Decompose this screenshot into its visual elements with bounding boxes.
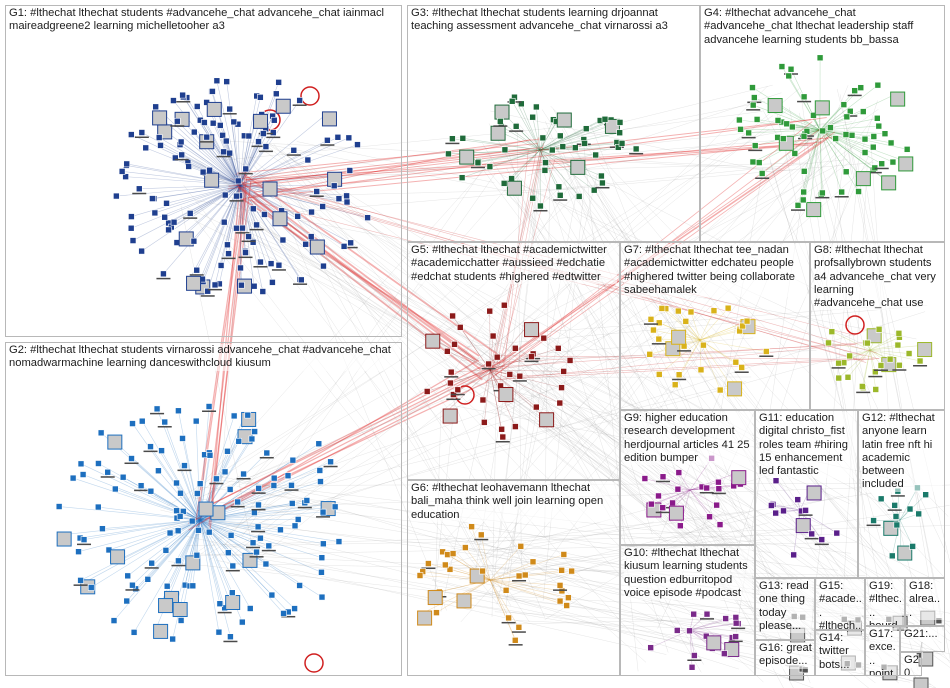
group-label-g6: G6: #lthechat leohavemann lthechat bali_… [411,482,617,522]
group-box-g8: G8: #lthechat lthechat profsallybrown st… [810,242,945,410]
group-box-g16: G16: great episode... [755,640,815,676]
group-box-g9: G9: higher education research developmen… [620,410,755,545]
group-box-g17: G17: exce... point sort... [865,626,900,676]
group-label-g10: G10: #lthechat lthechat kiusum learning … [624,547,752,600]
group-box-g6: G6: #lthechat leohavemann lthechat bali_… [407,480,620,676]
group-label-g14: G14: twitter bots... [819,632,862,672]
group-label-g9: G9: higher education research developmen… [624,412,752,465]
group-box-g7: G7: #lthechat lthechat tee_nadan #academ… [620,242,810,410]
group-label-g20: G20 [904,654,919,676]
group-box-g4: G4: #lthechat advancehe_chat #advancehe_… [700,5,945,242]
group-label-g5: G5: #lthechat lthechat #academictwitter … [411,244,617,284]
group-label-g1: G1: #lthechat lthechat students #advance… [9,7,399,34]
group-box-g14: G14: twitter bots... [815,630,865,676]
group-label-g12: G12: #lthechat anyone learn latin free n… [862,412,942,492]
group-label-g21: G21:... [904,628,942,641]
group-box-g18: G18: alrea... [905,578,945,626]
group-label-g11: G11: education digital christo_fist role… [759,412,855,478]
group-box-g13: G13: read one thing today please... [755,578,815,640]
group-box-g1: G1: #lthechat lthechat students #advance… [5,5,402,337]
group-box-g10: G10: #lthechat lthechat kiusum learning … [620,545,755,676]
group-label-g15: G15: #acade... #lthech... [819,580,862,630]
group-label-g19: G19: #lthec... bourd... [869,580,902,626]
group-box-g2: G2: #lthechat lthechat students virnaros… [5,342,402,676]
group-label-g4: G4: #lthechat advancehe_chat #advancehe_… [704,7,942,47]
node-g20[interactable] [914,678,928,688]
group-label-g3: G3: #lthechat lthechat students learning… [411,7,697,34]
group-label-g2: G2: #lthechat lthechat students virnaros… [9,344,399,371]
group-box-g20: G20 [900,652,922,676]
group-label-g16: G16: great episode... [759,642,812,669]
group-box-g19: G19: #lthec... bourd... [865,578,905,626]
group-box-g5: G5: #lthechat lthechat #academictwitter … [407,242,620,480]
group-label-g18: G18: alrea... [909,580,942,620]
group-box-g21: G21:... [900,626,945,652]
group-label-g17: G17: exce... point sort... [869,628,897,676]
group-box-g12: G12: #lthechat anyone learn latin free n… [858,410,945,578]
group-box-g11: G11: education digital christo_fist role… [755,410,858,578]
group-label-g13: G13: read one thing today please... [759,580,812,633]
group-box-g3: G3: #lthechat lthechat students learning… [407,5,700,242]
group-label-g8: G8: #lthechat lthechat profsallybrown st… [814,244,942,310]
group-box-g15: G15: #acade... #lthech... [815,578,865,630]
group-label-g7: G7: #lthechat lthechat tee_nadan #academ… [624,244,807,297]
